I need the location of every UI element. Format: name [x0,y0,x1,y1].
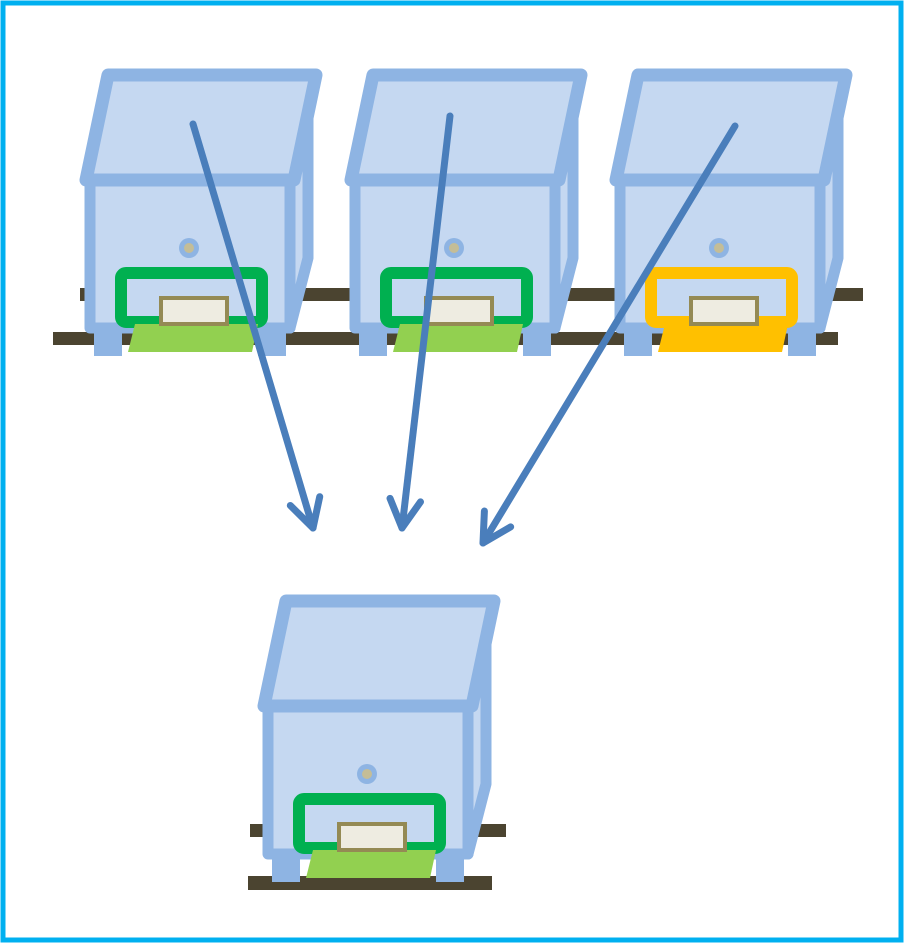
merged-hive [264,601,494,882]
hive-knob-center [184,243,194,253]
hive-knob-center [714,243,724,253]
hive-label-card [426,298,492,324]
hive-knob-center [362,769,372,779]
hive-lid [86,75,316,180]
source-hive-2 [351,75,581,356]
hive-label-card [339,824,405,850]
hive-knob-center [449,243,459,253]
landing-board [306,850,436,878]
landing-board [393,324,523,352]
source-hive-3 [616,75,846,356]
landing-board [658,324,788,352]
landing-board [128,324,258,352]
hive-label-card [691,298,757,324]
source-hive-1 [86,75,316,356]
hive-lid [351,75,581,180]
hive-lid [264,601,494,706]
hive-label-card [161,298,227,324]
